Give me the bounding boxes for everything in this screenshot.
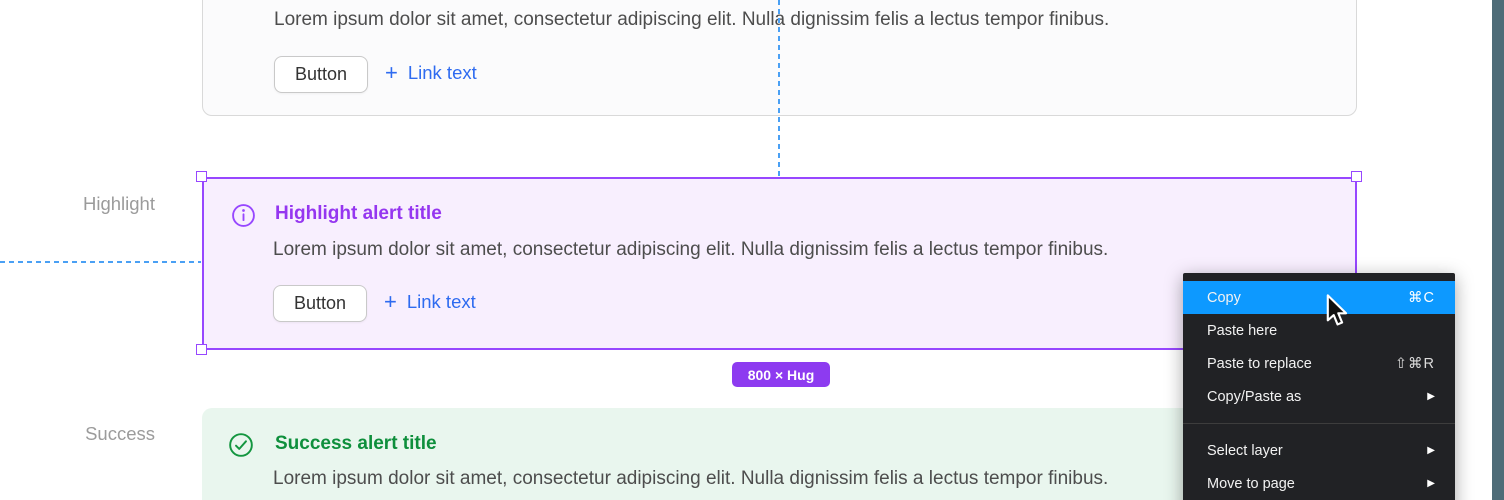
plus-icon: + [384, 289, 397, 314]
alert-body-text: Lorem ipsum dolor sit amet, consectetur … [273, 468, 1109, 489]
info-icon [231, 203, 256, 228]
alert-title: Highlight alert title [275, 203, 442, 224]
alert-link[interactable]: + Link text [384, 291, 476, 313]
menu-item-label: Select layer [1207, 442, 1283, 459]
submenu-arrow-icon: ▶ [1427, 478, 1435, 489]
alert-body-text: Lorem ipsum dolor sit amet, consectetur … [273, 239, 1109, 260]
plus-icon: + [385, 60, 398, 85]
alert-button[interactable]: Button [273, 285, 367, 322]
menu-item-move-to-page[interactable]: Move to page ▶ [1183, 467, 1455, 500]
selection-size-badge: 800 × Hug [732, 362, 830, 387]
selection-handle-top-right[interactable] [1351, 171, 1362, 182]
menu-item-shortcut: ⇧⌘R [1394, 355, 1435, 372]
check-circle-icon [228, 432, 253, 457]
alignment-guide-vertical [778, 0, 780, 176]
side-panel-edge [1492, 0, 1504, 500]
alert-card-highlight[interactable]: Highlight alert title Lorem ipsum dolor … [202, 177, 1357, 350]
menu-item-copy-paste-as[interactable]: Copy/Paste as ▶ [1183, 380, 1455, 413]
menu-item-paste-to-replace[interactable]: Paste to replace ⇧⌘R [1183, 347, 1455, 380]
selection-handle-bottom-left[interactable] [196, 344, 207, 355]
menu-item-label: Paste here [1207, 322, 1278, 339]
menu-item-label: Copy/Paste as [1207, 388, 1302, 405]
menu-separator [1183, 423, 1455, 424]
menu-item-select-layer[interactable]: Select layer ▶ [1183, 434, 1455, 467]
menu-item-paste-here[interactable]: Paste here [1183, 314, 1455, 347]
alert-title: Success alert title [275, 433, 437, 454]
alignment-guide-horizontal [0, 261, 201, 263]
menu-item-label: Move to page [1207, 475, 1295, 492]
section-label-success: Success [85, 423, 155, 444]
alert-body-text: Lorem ipsum dolor sit amet, consectetur … [274, 9, 1110, 30]
menu-item-copy[interactable]: Copy ⌘C [1183, 281, 1455, 314]
selection-handle-top-left[interactable] [196, 171, 207, 182]
link-label: Link text [406, 291, 476, 312]
alert-card-success[interactable]: Success alert title Lorem ipsum dolor si… [202, 408, 1357, 500]
context-menu: Copy ⌘C Paste here Paste to replace ⇧⌘R … [1183, 273, 1455, 500]
submenu-arrow-icon: ▶ [1427, 391, 1435, 402]
menu-item-label: Paste to replace [1207, 355, 1312, 372]
section-label-highlight: Highlight [83, 193, 155, 214]
alert-link[interactable]: + Link text [385, 62, 477, 84]
menu-item-shortcut: ⌘C [1408, 289, 1435, 306]
submenu-arrow-icon: ▶ [1427, 445, 1435, 456]
alert-button[interactable]: Button [274, 56, 368, 93]
link-label: Link text [407, 62, 477, 83]
menu-item-label: Copy [1207, 289, 1241, 306]
